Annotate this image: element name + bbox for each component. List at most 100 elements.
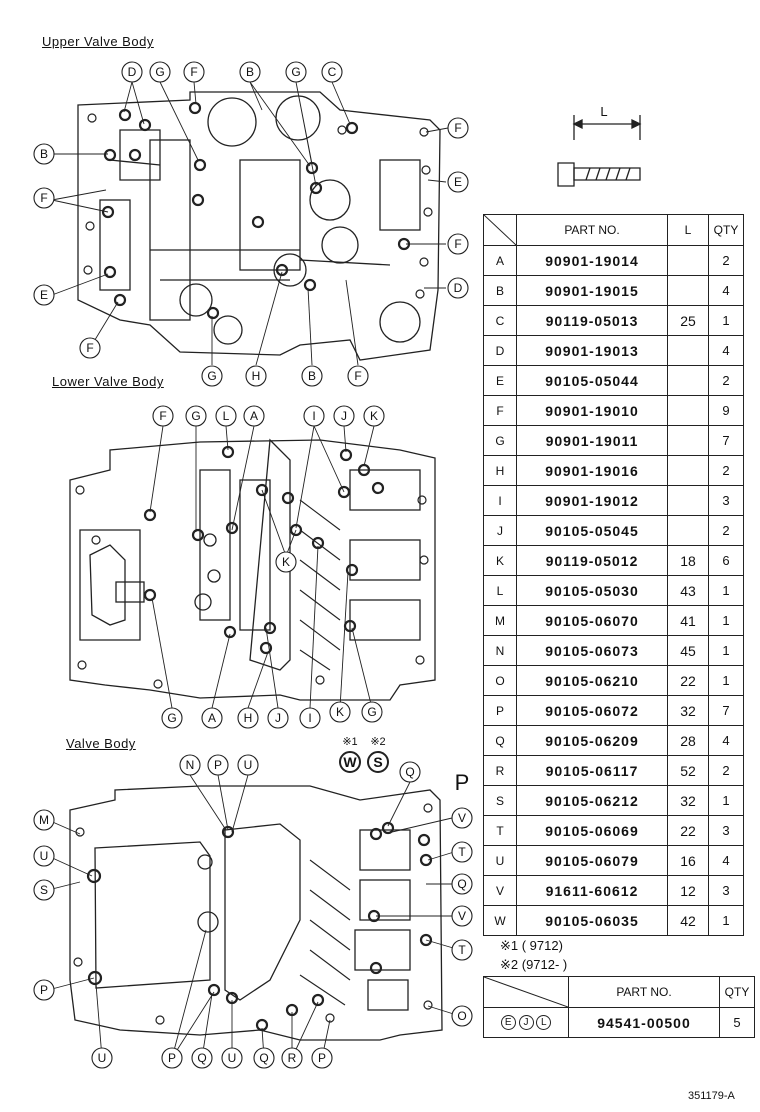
part-number: 90901-19011 [516,425,668,456]
callout-upper-f-right1: F [454,121,461,135]
callout-upper-d: D [128,65,137,79]
part-letter: B [483,275,517,306]
callouts-valve [33,751,473,1069]
callout-valve-u-bottom2: U [228,1051,237,1065]
callout-lower-a: A [250,409,258,423]
part-length: 43 [667,575,709,606]
part-letter: A [483,245,517,276]
part-number: 90105-06079 [516,845,668,876]
callout-valve-n: N [186,758,195,772]
callout-lower-g: G [191,409,200,423]
callout-valve-q-right: Q [457,877,466,891]
callout-valve-o: O [457,1009,466,1023]
part-number: 90901-19013 [516,335,668,366]
callout-valve-s-special: S [373,754,382,770]
part-letter: T [483,815,517,846]
part-qty: 7 [708,425,744,456]
callout-lower-k-bottom: K [336,705,344,719]
part-letter: O [483,665,517,696]
part-length [667,275,709,306]
part-number: 90105-06210 [516,665,668,696]
part-letter: R [483,755,517,786]
callout-valve-t-right: T [458,943,466,957]
part-length: 25 [667,305,709,336]
part-qty: 3 [708,875,744,906]
secondary-header-qty: QTY [719,976,755,1008]
callout-lower-i-bottom: I [308,711,311,725]
part-letter: D [483,335,517,366]
callout-upper-f: F [190,65,197,79]
part-letter: G [483,425,517,456]
secondary-part-no: 94541-00500 [568,1007,720,1038]
part-letter: M [483,605,517,636]
note-1: ※1 ( 9712) [500,938,563,953]
part-qty: 4 [708,275,744,306]
part-length [667,455,709,486]
part-letter: C [483,305,517,336]
part-letter: K [483,545,517,576]
callout-valve-r-bottom: R [288,1051,297,1065]
part-letter: W [483,905,517,936]
callout-valve-q-bottom2: Q [259,1051,268,1065]
part-letter: J [483,515,517,546]
secondary-letters: E J L [483,1007,569,1038]
part-qty: 1 [708,305,744,336]
parts-table-header: PART NO. L QTY [483,214,744,246]
part-number: 90105-06069 [516,815,668,846]
part-qty: 6 [708,545,744,576]
part-qty: 2 [708,245,744,276]
part-number: 90105-06073 [516,635,668,666]
part-length [667,485,709,516]
part-length: 32 [667,695,709,726]
part-length: 18 [667,545,709,576]
callout-valve-q-bottom: Q [197,1051,206,1065]
part-length [667,335,709,366]
part-number: 90119-05013 [516,305,668,336]
callout-valve-w: W [343,754,357,770]
part-number: 90105-05045 [516,515,668,546]
part-letter: F [483,395,517,426]
part-letter: E [483,365,517,396]
letter-e: E [500,1015,516,1030]
part-qty: 1 [708,905,744,936]
secondary-qty: 5 [719,1007,755,1038]
callout-upper-e-left: E [40,288,48,302]
part-length: 41 [667,605,709,636]
secondary-header-part-no: PART NO. [568,976,720,1008]
part-length: 42 [667,905,709,936]
part-letter: H [483,455,517,486]
part-letter: U [483,845,517,876]
part-number: 90901-19012 [516,485,668,516]
marker-1: ※1 [342,736,357,748]
part-length [667,365,709,396]
header-part-no: PART NO. [516,214,668,246]
part-number: 90105-06072 [516,695,668,726]
part-qty: 2 [708,755,744,786]
callout-upper-h: H [252,369,261,383]
part-qty: 1 [708,785,744,816]
part-number: 90105-05030 [516,575,668,606]
callout-upper-f-bottom: F [354,369,361,383]
callout-valve-s: S [40,883,48,897]
part-number: 90901-19014 [516,245,668,276]
part-number: 90901-19015 [516,275,668,306]
part-number: 90105-06212 [516,785,668,816]
part-number: 90119-05012 [516,545,668,576]
part-length [667,245,709,276]
callout-upper-f-left: F [40,191,47,205]
callout-valve-p-bottom2: P [318,1051,326,1065]
callout-lower-a-bottom: A [208,711,216,725]
part-length: 52 [667,755,709,786]
callout-leaders [47,81,461,1059]
